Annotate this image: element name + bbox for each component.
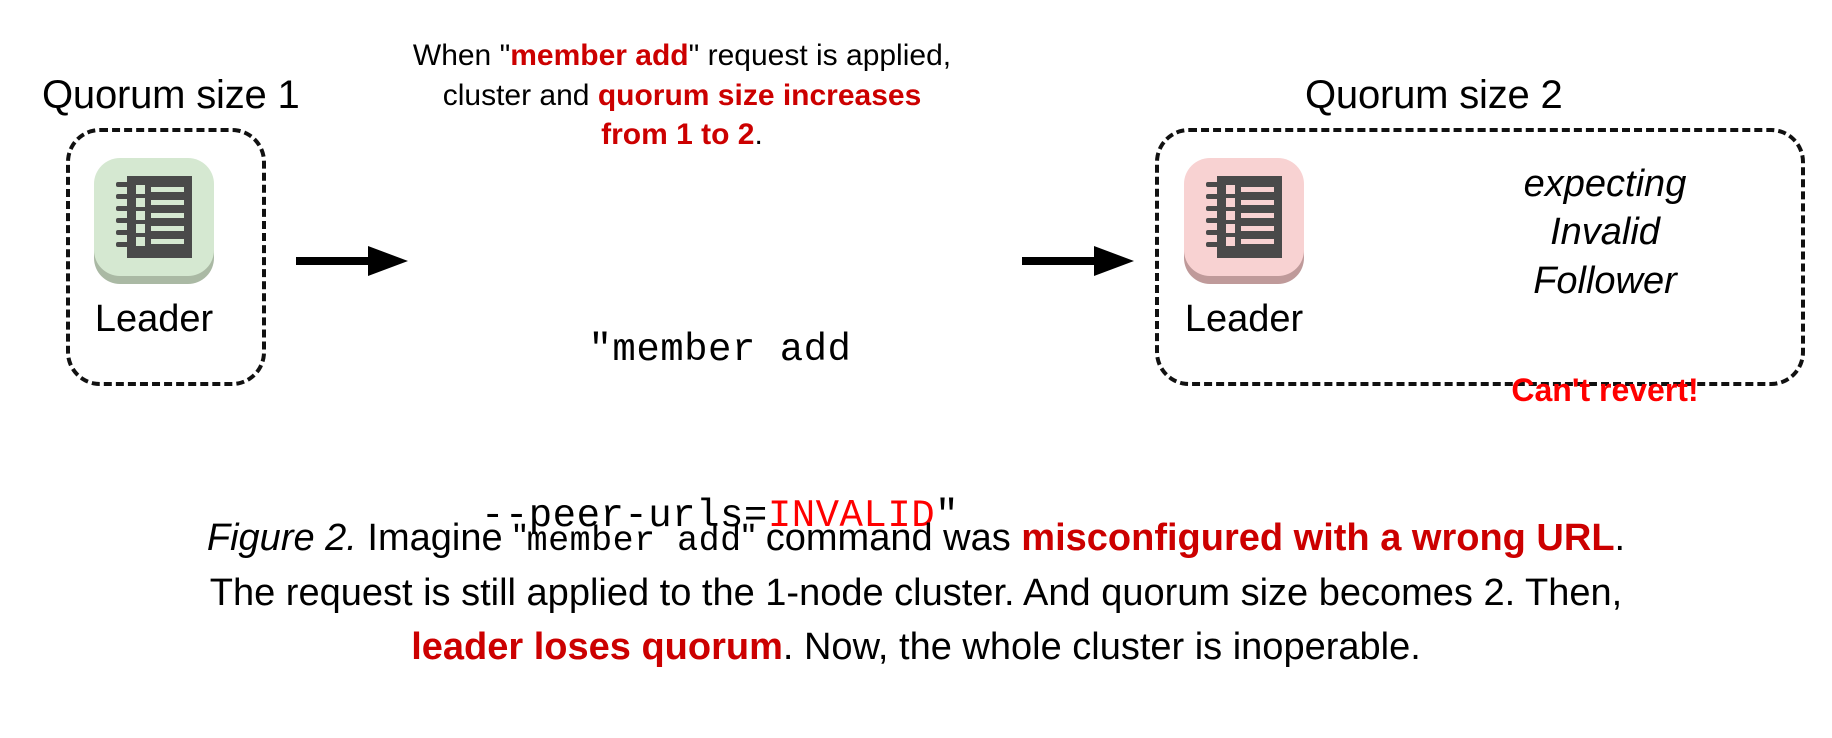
caption-seg5: . bbox=[1614, 517, 1626, 559]
ledger-notebook-icon bbox=[1206, 176, 1282, 258]
follower-note-line-2: Invalid bbox=[1550, 211, 1660, 254]
node-label-right: Leader bbox=[1184, 298, 1304, 340]
caption-seg3: " command was bbox=[741, 517, 1022, 559]
caption-line-2: The request is still applied to the 1-no… bbox=[209, 571, 1623, 614]
quorum-size-left-heading: Quorum size 1 bbox=[42, 73, 300, 117]
caption-seg7: . Now, the whole cluster is inoperable. bbox=[782, 625, 1421, 668]
top-note-seg1: When " bbox=[412, 39, 511, 72]
top-note-from-1-to-2: from 1 to 2 bbox=[601, 118, 755, 152]
caption-seg1: Imagine " bbox=[356, 517, 527, 559]
top-note-member-add: member add bbox=[510, 39, 689, 72]
command-invalid-value: INVALID bbox=[767, 493, 936, 538]
command-line-1: "member add bbox=[588, 327, 852, 372]
arrow-right-icon-1 bbox=[296, 244, 408, 278]
command-line-2: --peer-urls=INVALID" bbox=[440, 489, 1000, 544]
command-text: "member add --peer-urls=INVALID" bbox=[440, 212, 1000, 655]
command-closing-quote: " bbox=[935, 493, 960, 538]
follower-note-line-3: Follower bbox=[1533, 259, 1677, 302]
top-note-seg7: . bbox=[754, 118, 763, 152]
cluster-box-right bbox=[1155, 128, 1805, 386]
top-note-quorum-increase: quorum size increases bbox=[597, 78, 922, 112]
command-peer-urls-prefix: --peer-urls= bbox=[480, 493, 768, 538]
caption-member-add-mono: member add bbox=[526, 521, 742, 561]
figure-label: Figure 2. bbox=[206, 517, 357, 559]
node-icon-tile-left bbox=[94, 158, 214, 276]
cant-revert-warning: Can't revert! bbox=[1511, 372, 1699, 408]
cluster-box-left bbox=[66, 128, 266, 386]
quorum-size-right-heading: Quorum size 2 bbox=[1305, 73, 1563, 117]
caption-leader-loses-quorum: leader loses quorum bbox=[411, 625, 783, 668]
top-annotation: When "member add" request is applied, cl… bbox=[372, 36, 992, 155]
node-leader-right: Leader bbox=[1180, 154, 1308, 338]
ledger-notebook-icon bbox=[116, 176, 192, 258]
node-icon-wrap-right bbox=[1180, 154, 1308, 284]
node-icon-wrap-left bbox=[90, 154, 218, 284]
top-note-seg3: " request is applied, bbox=[688, 39, 952, 72]
follower-note-line-1: expecting bbox=[1523, 163, 1687, 205]
caption-misconfigured: misconfigured with a wrong URL bbox=[1021, 517, 1615, 559]
node-icon-tile-right bbox=[1184, 158, 1304, 276]
node-label-left: Leader bbox=[94, 298, 214, 340]
expecting-invalid-follower-note: expecting Invalid Follower bbox=[1455, 160, 1755, 305]
arrow-right-icon-2 bbox=[1022, 244, 1134, 278]
figure-caption: Figure 2. Imagine "member add" command w… bbox=[50, 512, 1782, 675]
top-note-seg4: cluster and bbox=[442, 78, 598, 112]
node-leader-left: Leader bbox=[90, 154, 218, 338]
